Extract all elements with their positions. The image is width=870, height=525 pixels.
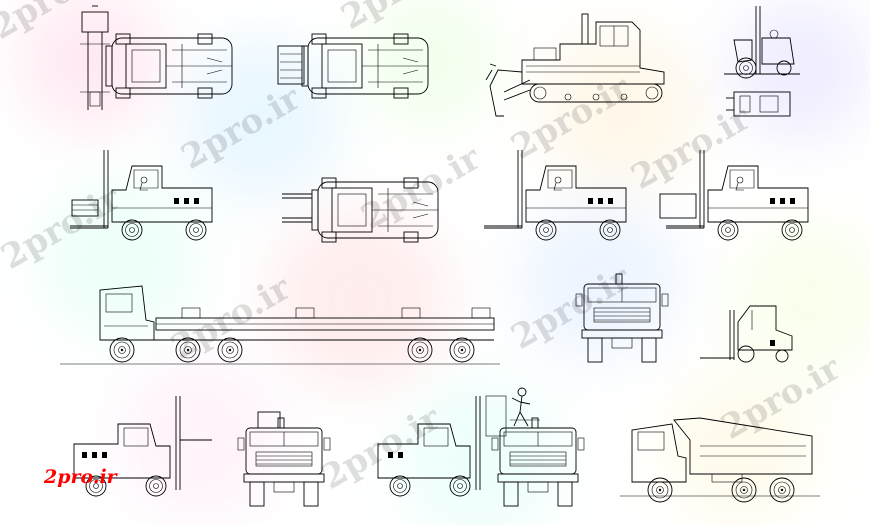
small-forklift-plan-view <box>726 91 791 117</box>
small-forklift-side-view <box>724 6 800 79</box>
forklift-with-pallet-side-view <box>70 150 212 240</box>
truck-rear-view <box>237 411 331 507</box>
forklift-plan-view <box>277 33 429 99</box>
bulldozer-side-view <box>485 13 665 117</box>
truck-front-view <box>575 273 669 363</box>
forklift-side-view <box>484 150 626 240</box>
electric-forklift-side-view <box>700 305 793 363</box>
forklift-with-crate-side-view <box>659 150 808 240</box>
dump-truck-side-view <box>620 417 820 503</box>
forklift-side-view <box>73 396 212 497</box>
forklift-plan-view <box>282 177 439 243</box>
site-logo: 2pro.ir <box>44 466 117 488</box>
forklift-side-view <box>377 395 507 497</box>
truck-front-view-with-worker <box>491 387 585 507</box>
flatbed-truck-trailer-side-view <box>60 285 500 365</box>
forklift-plan-view <box>80 5 233 110</box>
